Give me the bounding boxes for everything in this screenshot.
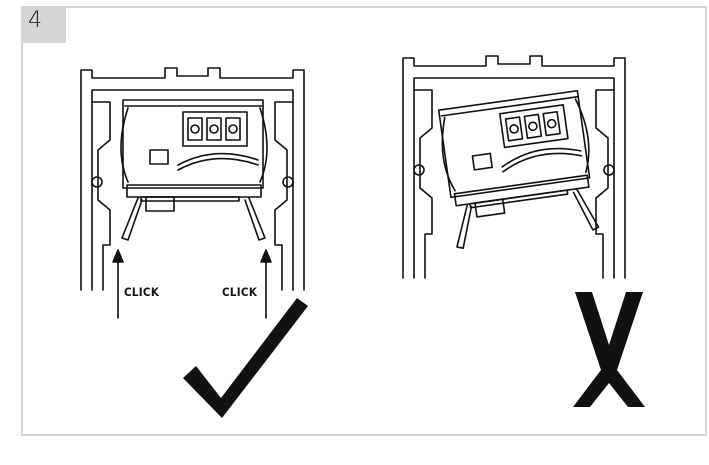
adapter-body-correct — [120, 99, 268, 241]
click-label-left: CLICK — [124, 285, 160, 299]
x-mark-icon — [573, 292, 645, 407]
click-arrow-right — [260, 249, 272, 319]
click-label-right: CLICK — [222, 285, 258, 299]
click-arrow-left — [112, 249, 124, 319]
track-profile-incorrect — [402, 55, 626, 279]
adapter-body-incorrect — [437, 89, 600, 249]
step-number: 4 — [28, 8, 42, 33]
track-profile-correct — [80, 67, 305, 291]
step-number-badge: 4 — [21, 6, 66, 43]
checkmark-icon — [183, 298, 308, 418]
